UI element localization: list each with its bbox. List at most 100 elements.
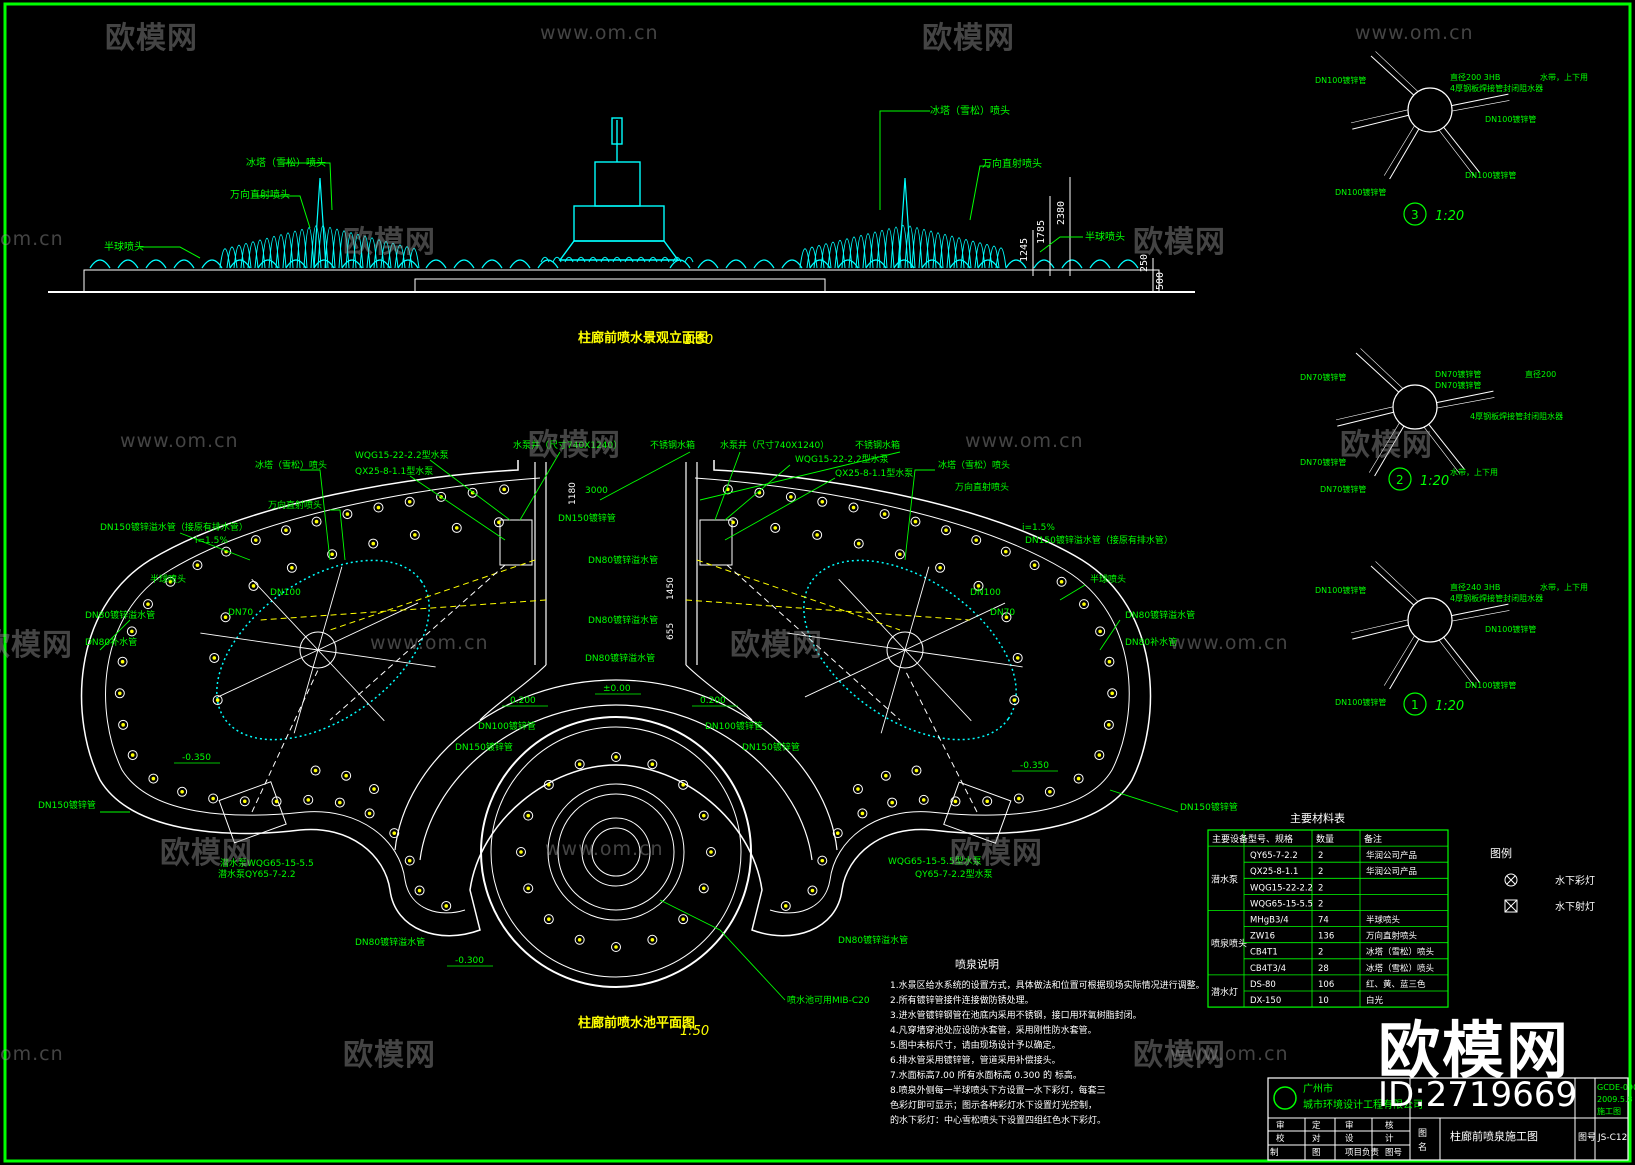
- detail-scale: 1:20: [1435, 209, 1464, 224]
- title-block: 广州市 城市环境设计工程有限公司 GCDE-090 2009.5.8 施工图 柱…: [1267, 1077, 1635, 1161]
- watermark-brand-7: 欧模网: [730, 628, 823, 663]
- nozzle-center: [773, 526, 778, 530]
- plan-center-label: 655: [666, 623, 676, 640]
- detail-pipe-wall: [1423, 426, 1460, 474]
- leader-line: [330, 509, 346, 561]
- supply-pipe-dashed: [726, 564, 901, 721]
- title-block-role: 定: [1312, 1120, 1321, 1131]
- material-table-cell: ZW16: [1250, 932, 1275, 942]
- plan-right-label: 半球喷头: [1090, 573, 1126, 585]
- elev-label-halfball-left: 半球喷头: [104, 240, 144, 253]
- nozzle-marker: [516, 847, 526, 857]
- nozzle-marker: [142, 599, 153, 610]
- nozzle-marker: [404, 855, 415, 866]
- nozzle-center: [407, 500, 412, 504]
- nozzle-marker: [973, 580, 984, 591]
- nozzle-marker: [853, 538, 864, 549]
- detail-pipe: [1389, 128, 1420, 180]
- jet-spray: [932, 232, 944, 269]
- nozzle-marker: [770, 522, 781, 533]
- nozzle-center: [118, 691, 122, 696]
- jet-spray: [401, 246, 413, 269]
- watermark-brand-6: 欧模网: [1340, 428, 1433, 463]
- jet-spray: [904, 225, 916, 269]
- detail-number: 1: [1411, 698, 1419, 712]
- jet-spray: [366, 237, 378, 269]
- drawing-number: JS-C12: [1597, 1133, 1627, 1143]
- nozzle-center: [1097, 753, 1102, 757]
- nozzle-center: [709, 850, 713, 854]
- nozzle-center: [547, 917, 551, 921]
- jet-spray: [806, 246, 818, 269]
- nozzle-marker: [192, 560, 203, 571]
- jet-spray: [303, 227, 315, 269]
- central-fountain-tower: [558, 117, 680, 261]
- nozzle-center: [1004, 615, 1009, 620]
- jet-spray: [827, 241, 839, 269]
- detail-label: DN70镀锌管: [1435, 369, 1481, 379]
- nozzle-marker: [894, 549, 905, 560]
- nozzle-center: [856, 541, 861, 546]
- nozzle-marker: [341, 770, 352, 781]
- title-block-role: 图: [1312, 1148, 1321, 1158]
- nozzle-center: [1098, 629, 1102, 634]
- halfball-spray: [865, 259, 887, 269]
- detail-number-bubble: [1403, 692, 1427, 716]
- nozzle-marker: [327, 549, 338, 560]
- leader-line: [1059, 584, 1086, 601]
- nozzle-center: [314, 519, 319, 524]
- nozzle-marker: [239, 796, 250, 807]
- nozzle-marker: [209, 652, 220, 663]
- elevation-view: 2380 1785 1245 250 500 冰塔（雪松）喷头 万向直射喷头 半…: [48, 104, 1195, 348]
- nozzle-marker: [887, 797, 898, 808]
- nozzle-center: [921, 798, 926, 802]
- jet-spray: [876, 230, 888, 269]
- plan-left-label: DN100: [270, 588, 301, 598]
- detail-label: 4厚钢板焊接管封闭阻水器: [1450, 83, 1543, 93]
- detail-scale: 1:20: [1435, 699, 1464, 714]
- nozzle-center: [783, 904, 788, 908]
- level-mark: -0.350: [1020, 761, 1049, 771]
- note-line: 7.水面标高7.00 所有水面标高 0.300 的 标高。: [890, 1069, 1082, 1081]
- nozzle-marker: [817, 496, 828, 507]
- nozzle-marker: [1104, 656, 1115, 667]
- nozzle-center: [547, 783, 551, 787]
- nozzle-marker: [1001, 612, 1012, 623]
- title-block-role: 项目负责: [1345, 1147, 1380, 1158]
- nozzle-center: [938, 566, 942, 570]
- nozzle-center: [146, 602, 150, 606]
- elevation-fountains: [89, 177, 1139, 269]
- nozzle-center: [650, 937, 655, 942]
- elev-dim-500: 500: [1155, 272, 1166, 290]
- nozzle-marker: [880, 770, 891, 781]
- drawing-name: 柱廊前喷泉施工图: [1450, 1129, 1538, 1143]
- level-mark: 0.200: [700, 696, 726, 706]
- ice-tower-spray: [898, 177, 912, 269]
- halfball-spray: [145, 259, 167, 269]
- jet-spray: [310, 225, 322, 269]
- jet-spray: [247, 241, 259, 269]
- brand-id: ID:2719669: [1378, 1075, 1578, 1115]
- jet-spray: [988, 245, 1000, 269]
- nozzle-marker: [467, 487, 478, 498]
- nozzle-marker: [1044, 786, 1055, 797]
- halfball-spray: [201, 259, 223, 269]
- detail-pipe: [1352, 114, 1409, 130]
- leader-line: [519, 451, 561, 521]
- nozzle-center: [454, 526, 459, 530]
- detail-pipe-wall: [1451, 100, 1510, 112]
- feed-pipe: [293, 649, 319, 734]
- nozzle-center: [344, 773, 348, 778]
- material-table-cell: 华润公司产品: [1366, 850, 1417, 861]
- plan-center-label: 3000: [585, 486, 608, 496]
- nozzle-center: [1048, 790, 1052, 794]
- material-table-header: 数量: [1316, 833, 1334, 845]
- title-block-role: 校: [1276, 1133, 1285, 1144]
- nozzle-marker: [414, 885, 425, 896]
- jet-spray: [967, 240, 979, 269]
- nozzle-marker: [127, 750, 138, 761]
- halfball-spray: [949, 259, 971, 269]
- note-line: 3.进水管镀锌钢管在池底内采用不锈钢，接口用环氧树脂封闭。: [890, 1009, 1142, 1021]
